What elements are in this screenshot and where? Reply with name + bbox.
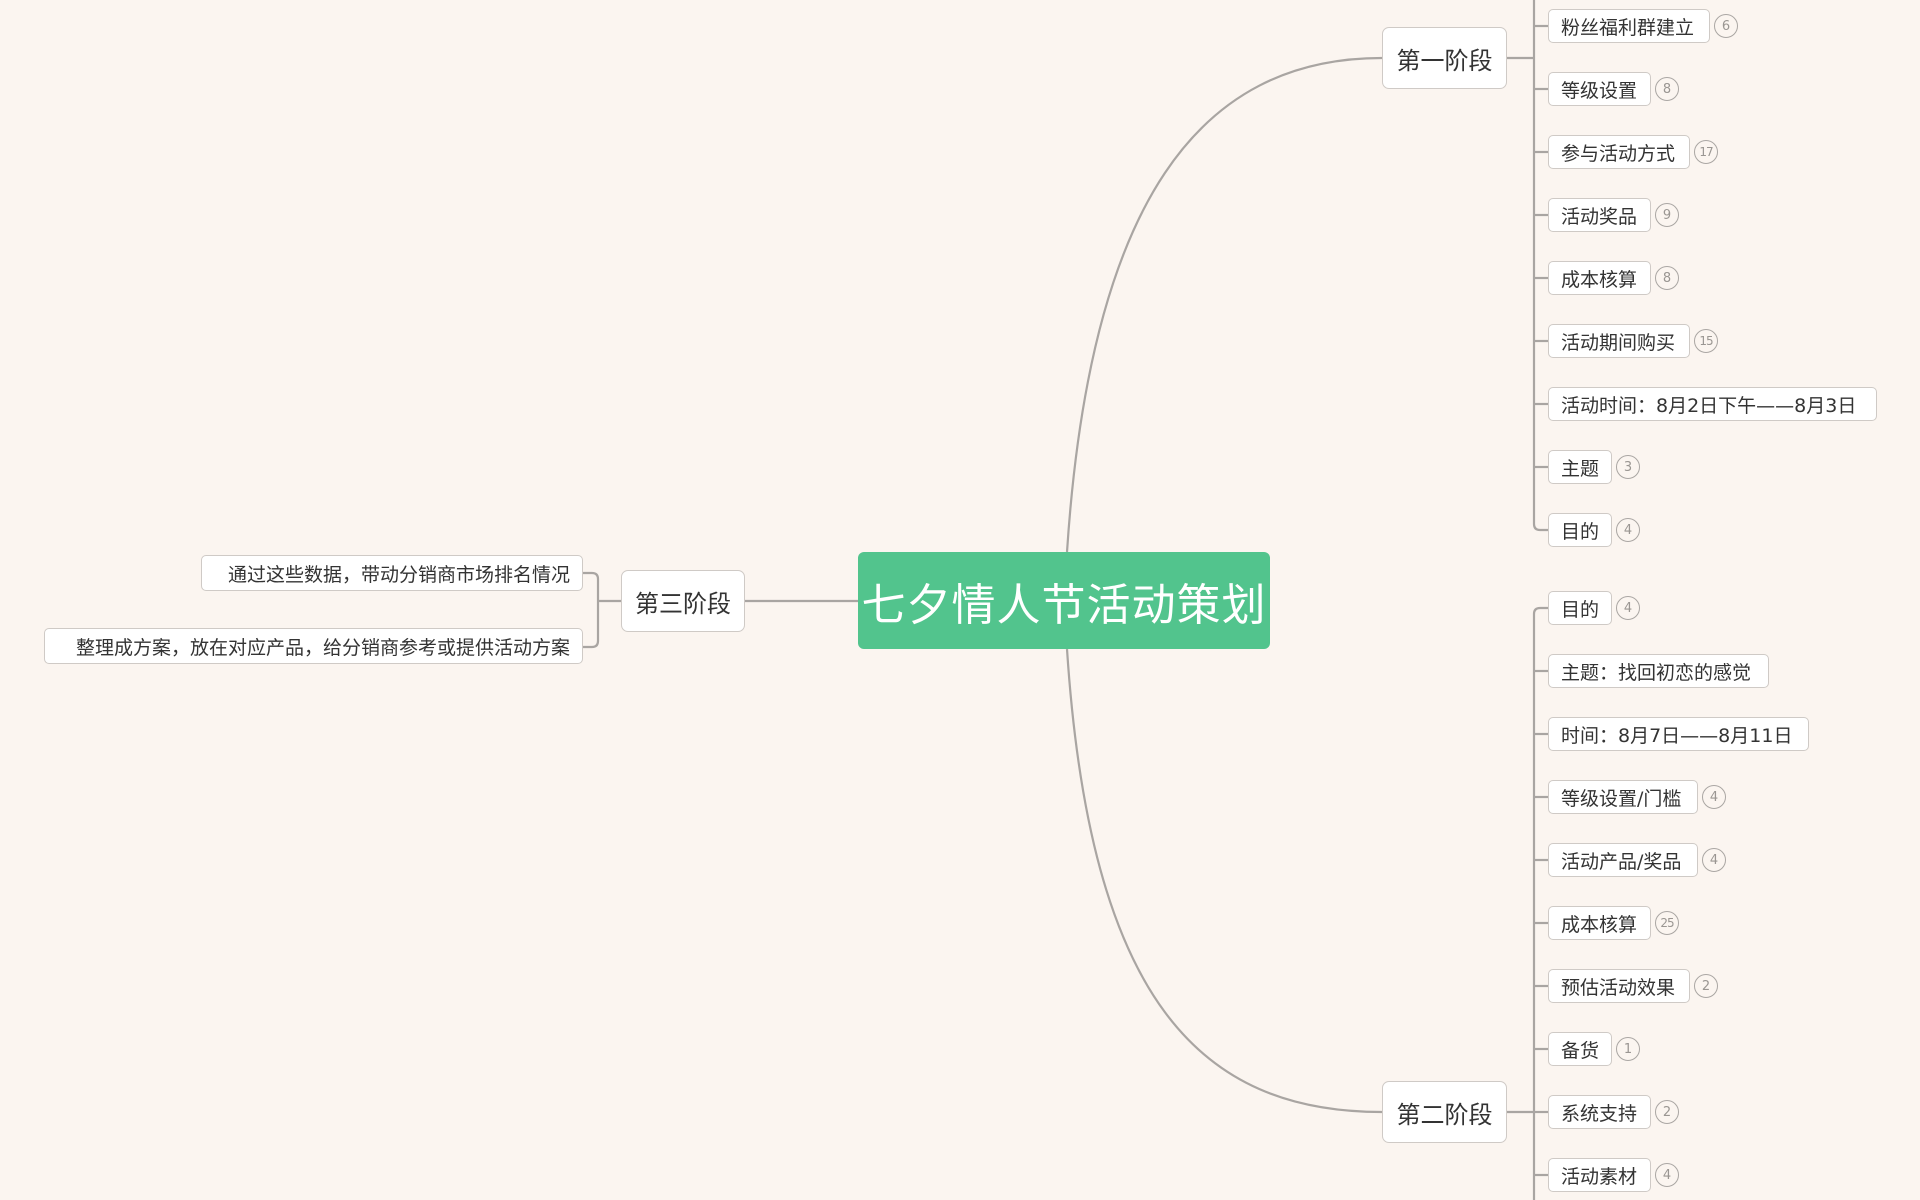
- stage1-subtopic[interactable]: 成本核算: [1548, 261, 1651, 295]
- stage3-topic[interactable]: 第三阶段: [621, 570, 745, 632]
- collapsed-count-badge[interactable]: 2: [1655, 1100, 1679, 1124]
- subtopic-label: 等级设置: [1561, 79, 1638, 102]
- collapsed-count-badge[interactable]: 1: [1616, 1037, 1640, 1061]
- subtopic-label: 预估活动效果: [1561, 976, 1676, 999]
- collapsed-count-badge[interactable]: 4: [1616, 518, 1640, 542]
- link-root-stage2: [1065, 648, 1383, 1114]
- subtopic-label: 粉丝福利群建立: [1561, 16, 1695, 39]
- root-topic[interactable]: 七夕情人节活动策划: [858, 552, 1270, 649]
- stage2-subtopic[interactable]: 活动产品/奖品: [1548, 843, 1698, 877]
- collapsed-count-badge[interactable]: 4: [1655, 1163, 1679, 1187]
- subtopic-label: 整理成方案，放在对应产品，给分销商参考或提供活动方案: [75, 636, 570, 659]
- stage1-topic[interactable]: 第一阶段: [1382, 27, 1507, 89]
- stage2-subtopic[interactable]: 成本核算: [1548, 906, 1651, 940]
- subtopic-label: 参与活动方式: [1561, 142, 1676, 165]
- collapsed-count-badge[interactable]: 3: [1616, 455, 1640, 479]
- subtopic-label: 成本核算: [1561, 913, 1638, 936]
- stage1-subtopic[interactable]: 目的: [1548, 513, 1612, 547]
- stage2-subtopic[interactable]: 系统支持: [1548, 1095, 1651, 1129]
- subtopic-label: 系统支持: [1561, 1102, 1638, 1125]
- subtopic-label: 活动素材: [1561, 1165, 1638, 1188]
- stage2-subtopic[interactable]: 活动素材: [1548, 1158, 1651, 1192]
- subtopic-label: 活动产品/奖品: [1561, 850, 1682, 873]
- subtopic-label: 活动时间：8月2日下午——8月3日: [1561, 394, 1857, 417]
- stage2-subtopic[interactable]: 目的: [1548, 591, 1612, 625]
- subtopic-label: 成本核算: [1561, 268, 1638, 291]
- stage1-subtopic[interactable]: 粉丝福利群建立: [1548, 9, 1710, 43]
- link-root-stage1: [1065, 56, 1383, 553]
- stage2-subtopic[interactable]: 时间：8月7日——8月11日: [1548, 717, 1809, 751]
- subtopic-label: 目的: [1561, 598, 1600, 621]
- stage1-label: 第一阶段: [1396, 46, 1493, 75]
- subtopic-label: 主题: [1561, 457, 1600, 480]
- subtopic-label: 通过这些数据，带动分销商市场排名情况: [227, 563, 570, 586]
- collapsed-count-badge[interactable]: 6: [1714, 14, 1738, 38]
- stage2-topic[interactable]: 第二阶段: [1382, 1081, 1507, 1143]
- stage1-subtopic[interactable]: 主题: [1548, 450, 1612, 484]
- stage3-label: 第三阶段: [635, 589, 731, 618]
- collapsed-count-badge[interactable]: 17: [1694, 140, 1718, 164]
- subtopic-label: 备货: [1561, 1039, 1600, 1062]
- collapsed-count-badge[interactable]: 9: [1655, 203, 1679, 227]
- collapsed-count-badge[interactable]: 2: [1694, 974, 1718, 998]
- collapsed-count-badge[interactable]: 15: [1694, 329, 1718, 353]
- stage1-subtopic[interactable]: 活动奖品: [1548, 198, 1651, 232]
- collapsed-count-badge[interactable]: 4: [1616, 596, 1640, 620]
- subtopic-label: 目的: [1561, 520, 1600, 543]
- stage2-subtopic[interactable]: 备货: [1548, 1032, 1612, 1066]
- stage1-subtopic[interactable]: 参与活动方式: [1548, 135, 1690, 169]
- collapsed-count-badge[interactable]: 4: [1702, 785, 1726, 809]
- subtopic-label: 主题：找回初恋的感觉: [1561, 661, 1752, 684]
- collapsed-count-badge[interactable]: 8: [1655, 266, 1679, 290]
- root-topic-label: 七夕情人节活动策划: [861, 579, 1267, 631]
- subtopic-label: 时间：8月7日——8月11日: [1561, 724, 1793, 747]
- collapsed-count-badge[interactable]: 25: [1655, 911, 1679, 935]
- stage2-subtopic[interactable]: 等级设置/门槛: [1548, 780, 1698, 814]
- stage1-subtopic[interactable]: 等级设置: [1548, 72, 1651, 106]
- subtopic-label: 活动奖品: [1561, 205, 1638, 228]
- subtopic-label: 等级设置/门槛: [1561, 787, 1682, 810]
- stage3-subtopic[interactable]: 通过这些数据，带动分销商市场排名情况: [201, 555, 583, 591]
- stage2-subtopic[interactable]: 主题：找回初恋的感觉: [1548, 654, 1769, 688]
- collapsed-count-badge[interactable]: 8: [1655, 77, 1679, 101]
- stage1-subtopic[interactable]: 活动时间：8月2日下午——8月3日: [1548, 387, 1877, 421]
- collapsed-count-badge[interactable]: 4: [1702, 848, 1726, 872]
- stage2-subtopic[interactable]: 预估活动效果: [1548, 969, 1690, 1003]
- stage1-subtopic[interactable]: 活动期间购买: [1548, 324, 1690, 358]
- stage2-label: 第二阶段: [1396, 1100, 1493, 1129]
- subtopic-label: 活动期间购买: [1561, 331, 1676, 354]
- stage3-subtopic[interactable]: 整理成方案，放在对应产品，给分销商参考或提供活动方案: [44, 628, 583, 664]
